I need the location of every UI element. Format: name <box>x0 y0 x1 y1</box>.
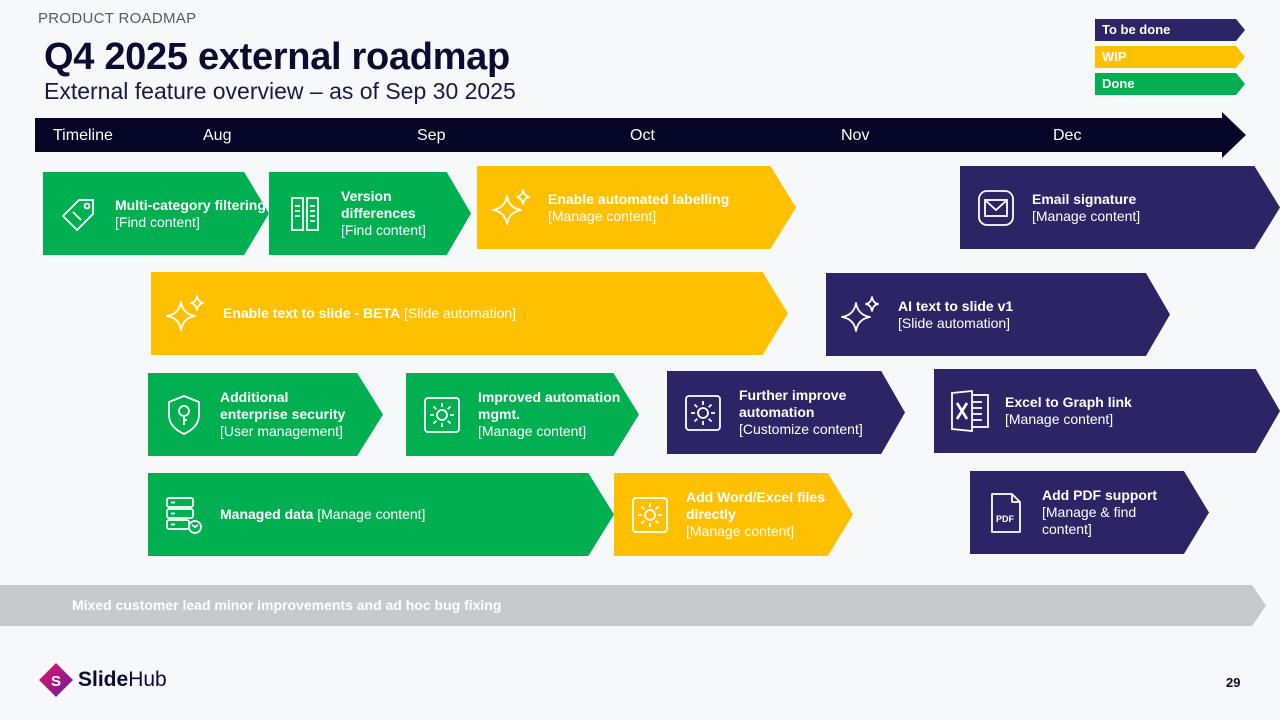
timeline-arrow-head <box>1222 112 1246 158</box>
task-name: Additional enterprise security <box>220 389 346 422</box>
month-label-nov: Nov <box>841 127 870 144</box>
task-ai-text-to-slide-v1: AI text to slide v1 [Slide automation] <box>826 273 1170 356</box>
task-enable-automated-labelling: Enable automated labelling [Manage conte… <box>477 166 796 249</box>
pdf-icon: PDF <box>970 491 1042 535</box>
task-category: [Find content] <box>115 213 200 230</box>
task-email-signature: Email signature [Manage content] <box>960 166 1280 249</box>
legend-item-wip: WIP <box>1095 46 1245 68</box>
brand-name: SlideHub <box>78 668 167 692</box>
sparkle-icon <box>151 292 223 336</box>
task-category: [Manage content] <box>548 207 657 224</box>
database-sync-icon <box>148 494 220 536</box>
gear-icon <box>614 495 686 535</box>
task-name: Enable text to slide - BETA <box>223 305 401 321</box>
task-name: Improved automation mgmt. <box>478 389 621 422</box>
task-name: Add Word/Excel files directly <box>686 489 825 522</box>
excel-icon <box>934 389 1005 433</box>
legend-item-todo: To be done <box>1095 19 1245 41</box>
task-improved-automation-mgmt: Improved automation mgmt. [Manage conten… <box>406 373 639 456</box>
task-name: AI text to slide v1 <box>898 297 1014 314</box>
svg-text:PDF: PDF <box>996 514 1015 524</box>
brand-name-prefix: Slide <box>78 668 129 691</box>
gear-icon <box>667 393 739 433</box>
task-category: [Find content] <box>341 222 426 238</box>
bugfix-label: Mixed customer lead minor improvements a… <box>72 597 502 613</box>
task-add-word-excel-files: Add Word/Excel files directly [Manage co… <box>614 473 853 556</box>
sparkle-icon <box>477 186 548 230</box>
month-label-oct: Oct <box>630 127 655 144</box>
task-add-pdf-support: PDF Add PDF support [Manage & find conte… <box>970 471 1209 554</box>
brand-name-suffix: Hub <box>128 668 167 691</box>
task-name: Managed data <box>220 506 314 522</box>
timeline-bar: Timeline Aug Sep Oct Nov Dec <box>35 112 1246 158</box>
svg-text:S: S <box>51 673 61 690</box>
status-legend: To be done WIP Done <box>1095 19 1245 100</box>
task-category: [Manage content] <box>686 523 795 539</box>
task-category: [Manage & find content] <box>1042 504 1137 537</box>
shield-key-icon <box>148 393 220 437</box>
task-multi-category-filtering: Multi-category filtering [Find content] <box>43 172 269 255</box>
envelope-icon <box>960 188 1032 228</box>
task-enable-text-to-slide-beta: Enable text to slide - BETA [Slide autom… <box>151 272 788 355</box>
task-category: [Manage content] <box>1032 207 1141 224</box>
timeline-bar-body <box>35 118 1225 152</box>
task-version-differences: Version differences [Find content] <box>269 172 471 255</box>
brand-logo: S SlideHub <box>38 662 167 698</box>
legend-item-done: Done <box>1095 73 1245 95</box>
page-title: Q4 2025 external roadmap <box>44 36 510 78</box>
task-name: Add PDF support <box>1042 487 1158 503</box>
task-category: [Slide automation] <box>898 314 1011 331</box>
month-label-aug: Aug <box>203 127 232 144</box>
compare-icon <box>269 194 341 234</box>
sparkle-icon <box>826 293 898 337</box>
task-name: Version differences <box>341 188 416 221</box>
task-category: [Customize content] <box>739 421 863 437</box>
task-name: Enable automated labelling <box>548 190 730 207</box>
task-category: [Manage content] <box>478 423 587 439</box>
logo-icon: S <box>38 662 74 698</box>
task-further-improve-automation: Further improve automation [Customize co… <box>667 371 905 454</box>
timeline-label: Timeline <box>53 127 113 144</box>
task-excel-to-graph-link: Excel to Graph link [Manage content] <box>934 369 1280 453</box>
eyebrow-label: PRODUCT ROADMAP <box>38 10 197 27</box>
page-subtitle: External feature overview – as of Sep 30… <box>44 78 516 104</box>
page-number: 29 <box>1226 675 1241 690</box>
month-label-dec: Dec <box>1053 127 1082 144</box>
task-name: Multi-category filtering <box>115 196 266 213</box>
task-managed-data: Managed data [Manage content] <box>148 473 614 556</box>
task-category: [Slide automation] <box>404 305 517 321</box>
task-category: [User management] <box>220 423 343 439</box>
task-additional-enterprise-security: Additional enterprise security [User man… <box>148 373 383 456</box>
gear-icon <box>406 395 478 435</box>
month-label-sep: Sep <box>417 127 446 144</box>
task-category: [Manage content] <box>317 506 426 522</box>
task-name: Excel to Graph link <box>1005 394 1132 410</box>
task-category: [Manage content] <box>1005 411 1114 427</box>
tag-icon <box>43 194 115 234</box>
task-name: Email signature <box>1032 190 1137 207</box>
bugfix-bar: Mixed customer lead minor improvements a… <box>0 585 1266 626</box>
task-name: Further improve automation <box>739 387 847 420</box>
